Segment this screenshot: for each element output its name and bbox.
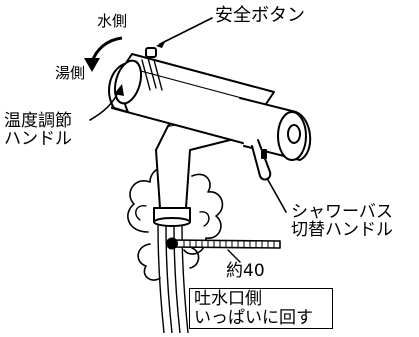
safety-button-shape	[145, 47, 157, 58]
thermometer-leader-line	[227, 249, 241, 263]
safety-leader-line	[159, 17, 213, 45]
steam-bottom-right	[189, 247, 200, 269]
temp-handle-label-line2: ハンドル	[4, 129, 72, 150]
shower-switch-label-line1: シャワーバス	[291, 202, 393, 222]
temp-handle-label: 温度調節 ハンドル	[4, 112, 72, 149]
safety-button-label: 安全ボタン	[215, 5, 305, 26]
thermometer-ticks	[183, 240, 275, 248]
spout-outlet-rim	[153, 217, 191, 227]
shower-leader-line	[267, 179, 287, 213]
instruction-note-box: 吐水口側 いっぱいに回す	[189, 288, 333, 329]
water-stream	[157, 225, 189, 334]
instruction-note-line2: いっぱいに回す	[194, 308, 313, 329]
thermometer-value-label: 約40	[226, 261, 265, 281]
shower-handle-hole	[287, 124, 301, 144]
steam-right-inner	[199, 211, 210, 227]
shower-lever-mark	[261, 149, 267, 159]
steam-bottom	[137, 243, 161, 281]
safety-leader-arrowhead	[156, 40, 166, 48]
temp-handle-label-line1: 温度調節	[4, 111, 72, 131]
shower-switch-label: シャワーバス 切替ハンドル	[291, 203, 393, 240]
shower-switch-label-line2: 切替ハンドル	[291, 220, 393, 241]
shower-lever	[251, 139, 272, 181]
thermometer-bulb	[166, 237, 178, 250]
hot-side-label: 湯側	[55, 64, 86, 82]
water-side-label: 水側	[97, 12, 128, 30]
steam-left-inner	[135, 205, 147, 221]
steam-right	[183, 173, 224, 255]
temp-handle-grip	[141, 57, 163, 91]
temp-leader-arrowhead	[114, 84, 124, 96]
rotation-arrow-head	[84, 58, 100, 72]
instruction-note-line1: 吐水口側	[194, 289, 262, 309]
faucet-body-top	[123, 53, 275, 105]
